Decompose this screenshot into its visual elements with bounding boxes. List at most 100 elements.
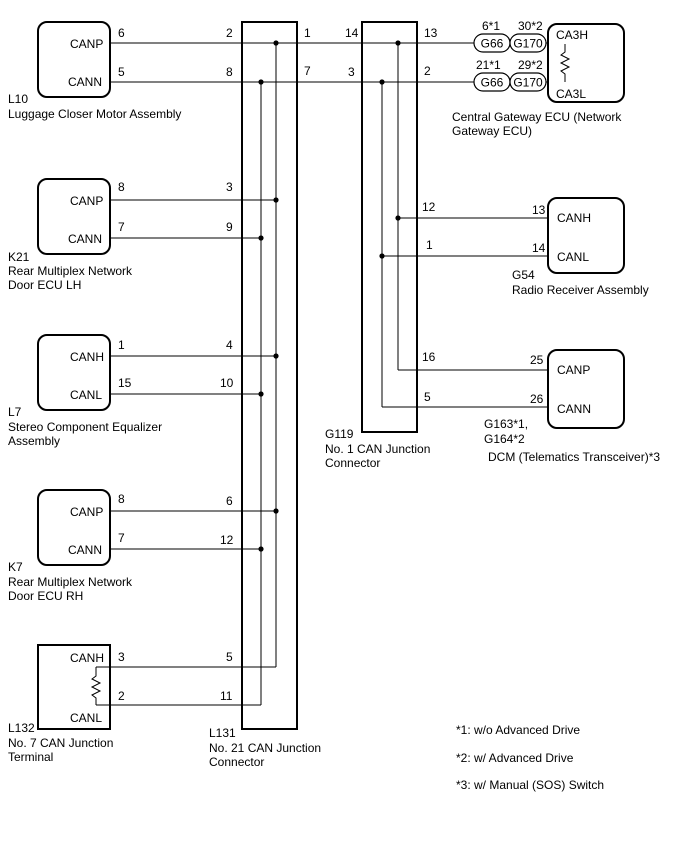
pin-number: 12 [422,200,436,214]
l7-canl-label: CANL [70,388,102,402]
pin-number: 16 [422,350,436,364]
k21-cann-label: CANN [68,232,102,246]
pin-number: 7 [118,531,125,545]
l132-code: L132 [8,721,35,735]
l131-name-line1: No. 21 CAN Junction [209,741,321,755]
splice-dot [395,40,401,46]
pin-number: 8 [118,180,125,194]
pin-number: 6 [118,26,125,40]
splice-dot [273,508,279,514]
splice-dot [273,40,279,46]
k7-cann-label: CANN [68,543,102,557]
pin-number: 2 [424,64,431,78]
k21-name-line1: Rear Multiplex Network [8,264,133,278]
k21-box [37,178,111,255]
g170-connector-top [509,33,547,53]
splice-dot [379,253,385,259]
pin-number: 12 [220,533,234,547]
g54-name: Radio Receiver Assembly [512,283,649,297]
pin-number: 3 [118,650,125,664]
pin-number: 1 [304,26,311,40]
pin-number: 8 [226,65,233,79]
pin-number: 1 [426,238,433,252]
footnote-2: *2: w/ Advanced Drive [456,751,574,765]
pin-number: 13 [532,203,546,217]
splice-dot [258,391,264,397]
splice-dot [258,546,264,552]
splice-dot [379,79,385,85]
pin-number: 13 [424,26,438,40]
k7-name-line1: Rear Multiplex Network [8,575,133,589]
l7-canh-label: CANH [70,350,104,364]
pin-number: 5 [118,65,125,79]
gateway-ca3h-label: CA3H [556,28,588,42]
pin-number: 14 [532,241,546,255]
splice-dot [395,215,401,221]
g54-code: G54 [512,268,535,282]
l132-box [37,644,111,730]
splice-dot [273,353,279,359]
g66-label-top: G66 [481,37,504,51]
g170-label-bottom: G170 [513,76,543,90]
g119-code: G119 [325,427,354,441]
l132-termination-resistor-icon [90,667,102,705]
l131-code: L131 [209,726,236,740]
dcm-code-line1: G163*1, [484,417,528,431]
l10-canp-label: CANP [70,37,103,51]
gateway-box [547,23,625,103]
pin-number: 3 [348,65,355,79]
l132-canl-label: CANL [70,711,102,725]
l7-box [37,334,111,411]
pin-number: 10 [220,376,234,390]
splice-dot [258,235,264,241]
pin-number: 5 [226,650,233,664]
pin-number: 2 [118,689,125,703]
pin-number: 8 [118,492,125,506]
pin-number: 14 [345,26,359,40]
l7-code: L7 [8,405,22,419]
g54-canl-label: CANL [557,250,589,264]
k7-name-line2: Door ECU RH [8,589,83,603]
connector-pin-label: 21*1 [476,58,501,72]
g119-name-line1: No. 1 CAN Junction [325,442,430,456]
footnote-3: *3: w/ Manual (SOS) Switch [456,778,604,792]
k21-code: K21 [8,250,30,264]
l131-junction-box [241,21,298,730]
pin-number: 2 [226,26,233,40]
dcm-canp-label: CANP [557,363,590,377]
l10-name: Luggage Closer Motor Assembly [8,107,181,121]
pin-number: 1 [118,338,125,352]
splice-dot [258,79,264,85]
gateway-termination-resistor-icon [559,44,571,82]
dcm-box [547,349,625,429]
dcm-cann-label: CANN [557,402,591,416]
pin-number: 6 [226,494,233,508]
l132-name-line1: No. 7 CAN Junction [8,736,113,750]
pin-number: 11 [220,689,233,703]
g54-box [547,197,625,274]
l7-name-line1: Stereo Component Equalizer [8,420,162,434]
pin-number: 4 [226,338,233,352]
k21-name-line2: Door ECU LH [8,278,81,292]
l7-name-line2: Assembly [8,434,60,448]
l10-code: L10 [8,92,28,106]
gateway-name-line2: Gateway ECU) [452,124,532,138]
l132-name-line2: Terminal [8,750,53,764]
pin-number: 26 [530,392,544,406]
l10-cann-label: CANN [68,75,102,89]
g119-junction-box [361,21,418,433]
pin-number: 7 [118,220,125,234]
g170-connector-bottom [509,72,547,92]
pin-number: 7 [304,64,311,78]
l10-box [37,21,111,98]
splice-dot [273,197,279,203]
pin-number: 5 [424,390,431,404]
k7-canp-label: CANP [70,505,103,519]
k21-canp-label: CANP [70,194,103,208]
dcm-name: DCM (Telematics Transceiver)*3 [488,450,660,464]
footnote-1: *1: w/o Advanced Drive [456,723,580,737]
connector-pin-label: 29*2 [518,58,543,72]
g54-canh-label: CANH [557,211,591,225]
gateway-name-line1: Central Gateway ECU (Network [452,110,622,124]
